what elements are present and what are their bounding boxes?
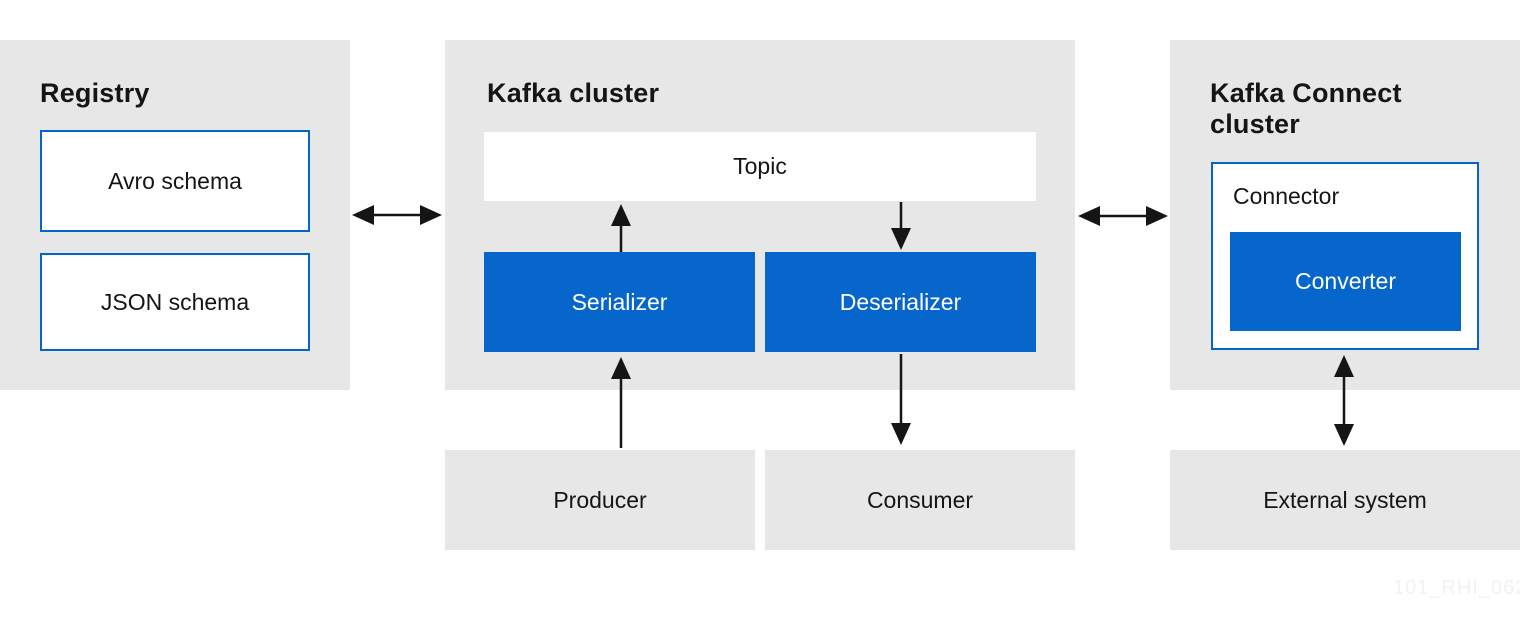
arrow-deserializer-to-consumer-icon <box>891 354 911 445</box>
watermark-text: 101_RHI_0620 <box>1393 577 1520 599</box>
producer-node: Producer <box>445 450 755 550</box>
json-schema-node: JSON schema <box>40 253 310 351</box>
topic-label: Topic <box>733 153 787 179</box>
producer-label: Producer <box>553 486 647 513</box>
kafka-connect-title: Kafka Connect cluster <box>1210 78 1402 139</box>
external-system-node: External system <box>1170 450 1520 550</box>
double-arrow-registry-kafka-icon <box>352 205 442 225</box>
avro-schema-label: Avro schema <box>108 167 242 194</box>
deserializer-label: Deserializer <box>839 288 962 315</box>
topic-node: Topic <box>484 132 1036 201</box>
connector-label: Connector <box>1233 183 1340 209</box>
deserializer-node: Deserializer <box>765 252 1036 352</box>
external-system-label: External system <box>1263 486 1427 513</box>
registry-title: Registry <box>40 78 150 108</box>
double-arrow-kafka-connect-icon <box>1078 206 1168 226</box>
arrow-topic-to-deserializer-icon <box>891 202 911 250</box>
arrow-serializer-to-topic-icon <box>611 204 631 252</box>
converter-node: Converter <box>1230 232 1461 331</box>
json-schema-label: JSON schema <box>100 288 250 315</box>
arrow-producer-to-serializer-icon <box>611 357 631 448</box>
consumer-label: Consumer <box>866 486 974 513</box>
consumer-node: Consumer <box>765 450 1075 550</box>
double-arrow-connector-external-icon <box>1334 355 1354 446</box>
serializer-label: Serializer <box>571 288 668 315</box>
converter-label: Converter <box>1295 268 1396 294</box>
avro-schema-node: Avro schema <box>40 130 310 232</box>
serializer-node: Serializer <box>484 252 755 352</box>
kafka-cluster-title: Kafka cluster <box>487 78 660 108</box>
